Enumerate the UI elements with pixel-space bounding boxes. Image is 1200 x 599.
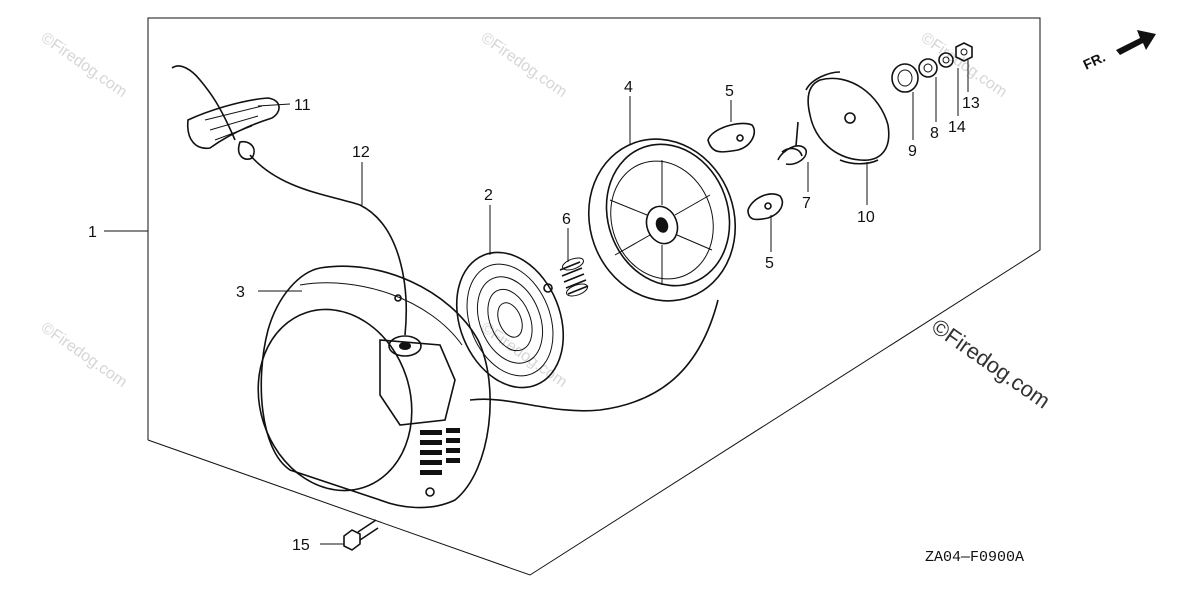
callout-3: 3 bbox=[236, 284, 245, 301]
callout-11: 11 bbox=[294, 97, 311, 114]
watermark-faint-1: ©Firedog.com bbox=[38, 29, 130, 101]
ratchet-lower-part bbox=[747, 193, 784, 221]
callout-5-upper: 5 bbox=[725, 83, 734, 100]
watermark-main: ©Firedog.com bbox=[927, 314, 1055, 414]
front-arrow-icon: FR. bbox=[1081, 30, 1156, 73]
watermark-faint-3: ©Firedog.com bbox=[918, 29, 1010, 101]
reel-part bbox=[587, 138, 737, 302]
callout-2: 2 bbox=[484, 187, 493, 204]
callout-15: 15 bbox=[292, 537, 310, 554]
nut-part bbox=[955, 42, 973, 62]
spring-washer-part bbox=[938, 52, 954, 68]
fan-cover-part bbox=[257, 265, 491, 509]
starter-handle-part bbox=[171, 65, 280, 160]
callout-9: 9 bbox=[908, 143, 917, 160]
watermark-faint-2: ©Firedog.com bbox=[478, 29, 570, 101]
front-label: FR. bbox=[1081, 49, 1108, 73]
bolt-part bbox=[343, 519, 379, 551]
recoil-spring-part bbox=[455, 251, 565, 389]
watermark-faint-5: ©Firedog.com bbox=[478, 319, 570, 391]
leader-lines bbox=[104, 60, 969, 545]
washer-small-part bbox=[918, 58, 938, 78]
friction-plate-part bbox=[805, 71, 890, 165]
callout-12: 12 bbox=[352, 144, 370, 161]
ratchet-spring-part bbox=[777, 121, 807, 166]
washer-large-part bbox=[891, 63, 919, 93]
callout-14: 14 bbox=[948, 119, 966, 136]
callouts: 1 2 3 4 5 5 6 7 8 9 10 11 12 13 14 15 bbox=[88, 79, 980, 554]
callout-8: 8 bbox=[930, 125, 939, 142]
spring-part bbox=[559, 257, 589, 297]
callout-5-lower: 5 bbox=[765, 255, 774, 272]
starter-rope-part bbox=[249, 154, 719, 412]
diagram-code: ZA04—F0900A bbox=[925, 549, 1024, 566]
callout-6: 6 bbox=[562, 211, 571, 228]
callout-7: 7 bbox=[802, 195, 811, 212]
callout-10: 10 bbox=[857, 209, 875, 226]
callout-13: 13 bbox=[962, 95, 980, 112]
ratchet-upper-part bbox=[707, 122, 756, 153]
callout-4: 4 bbox=[624, 79, 633, 96]
assembly-frame bbox=[147, 17, 1041, 576]
callout-1: 1 bbox=[88, 224, 97, 241]
watermark-faint-4: ©Firedog.com bbox=[38, 319, 130, 391]
